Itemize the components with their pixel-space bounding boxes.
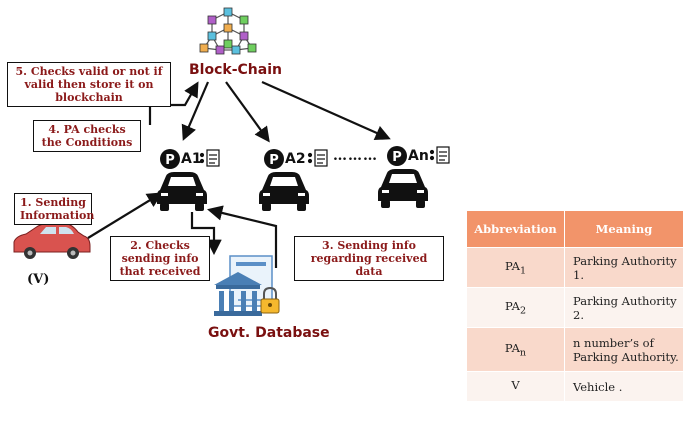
- blockchain-network-icon: [199, 7, 257, 55]
- arrow-vehicle-to-pa1: [87, 192, 163, 239]
- abbreviation-table: Abbreviation Meaning PA1 Parking Authori…: [466, 210, 684, 402]
- table-cell-meaning: Vehicle .: [564, 371, 684, 402]
- car-icon: [378, 169, 428, 208]
- document-icon: [429, 146, 450, 164]
- lock-icon: [260, 286, 280, 314]
- pa1-label: A1: [181, 151, 202, 167]
- parking-badge-icon: P: [160, 149, 180, 169]
- step-1-box: 1. Sending Information: [14, 193, 94, 225]
- document-icon: [199, 149, 220, 167]
- table-cell-abbreviation: PAn: [466, 327, 565, 372]
- parking-badge-icon: P: [264, 149, 284, 169]
- step-4-box: 4. PA checks the Conditions: [33, 120, 141, 152]
- step-3-box: 3. Sending info regarding received data: [294, 236, 444, 281]
- step-2-box: 2. Checks sending info that received: [110, 236, 210, 281]
- arrow-blockchain-to-pan: [261, 80, 391, 141]
- svg-text:P: P: [392, 150, 402, 165]
- table-cell-meaning: Parking Authority 1.: [564, 247, 684, 288]
- database-title: Govt. Database: [208, 325, 330, 341]
- table-header-meaning: Meaning: [564, 210, 684, 248]
- table-cell-meaning: n number’s of Parking Authority.: [564, 327, 684, 372]
- table-header-abbreviation: Abbreviation: [466, 210, 565, 248]
- svg-text:P: P: [165, 153, 175, 168]
- table-cell-abbreviation: PA2: [466, 287, 565, 328]
- ellipsis: ………: [333, 148, 378, 164]
- table-cell-meaning: Parking Authority 2.: [564, 287, 684, 328]
- table-row: V Vehicle .: [466, 371, 684, 402]
- pan-label: An: [408, 148, 429, 164]
- table-cell-abbreviation: PA1: [466, 247, 565, 288]
- document-icon: [307, 149, 328, 167]
- table-cell-abbreviation: V: [466, 371, 565, 402]
- pa2-label: A2: [285, 151, 306, 167]
- arrow-pa1-to-database: [190, 212, 222, 256]
- parking-badge-icon: P: [387, 146, 407, 166]
- arrow-database-to-pa1: [207, 205, 278, 268]
- table-row: PA2 Parking Authority 2.: [466, 287, 684, 328]
- step-5-box: 5. Checks valid or not if valid then sto…: [7, 62, 171, 107]
- table-row: PA1 Parking Authority 1.: [466, 247, 684, 288]
- table-row: PAn n number’s of Parking Authority.: [466, 327, 684, 372]
- vehicle-car-icon: [13, 222, 91, 259]
- car-icon: [259, 172, 309, 211]
- car-icon: [157, 172, 207, 211]
- blockchain-title: Block-Chain: [189, 62, 282, 78]
- vehicle-label: (V): [27, 272, 50, 287]
- arrow-blockchain-to-pa1: [181, 81, 210, 141]
- arrow-blockchain-to-pa2: [225, 81, 270, 143]
- svg-text:P: P: [269, 153, 279, 168]
